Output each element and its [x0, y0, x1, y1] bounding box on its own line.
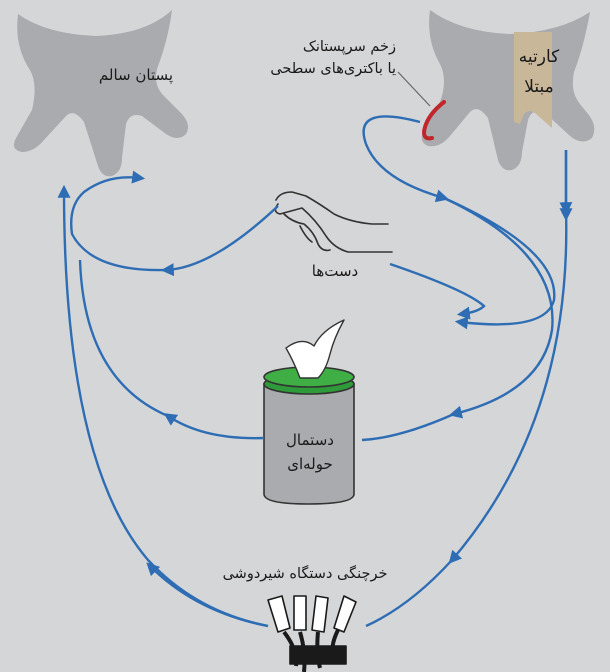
arrow-wound-to-hands	[362, 115, 450, 203]
arrow-towel-to-healthy	[163, 413, 265, 440]
arrow-infected-to-towel	[443, 196, 554, 419]
wound-pointer-line	[397, 71, 431, 107]
teat-wound-label: زخم سرپستانک یا باکتری‌های سطحی	[228, 36, 396, 80]
towel-label: دستمال حوله‌ای	[266, 428, 354, 476]
teat-wound-line1: زخم سرپستانک	[302, 39, 396, 55]
transmission-arrows	[57, 115, 573, 628]
towel-line1: دستمال	[286, 431, 334, 449]
hands-label: دست‌ها	[311, 262, 359, 280]
arrow-claw-to-healthy	[57, 184, 269, 628]
teat-wound-mark	[421, 100, 446, 141]
infected-quarter-line1: کارتیه	[518, 47, 560, 67]
arrow-infected-to-claw	[365, 150, 573, 628]
healthy-udder-icon	[14, 10, 188, 177]
arrow-hands-to-healthy	[160, 205, 279, 277]
towel-container-icon	[263, 319, 355, 505]
infected-udder-icon	[421, 10, 595, 171]
arrow-hands-loop	[389, 262, 486, 320]
hand-icon	[274, 191, 393, 253]
milking-claw-label: خرچنگی دستگاه شیردوشی	[222, 566, 388, 582]
towel-line2: حوله‌ای	[287, 455, 333, 473]
tissue-shape	[285, 319, 345, 379]
infected-quarter-label: کارتیه مبتلا	[514, 42, 564, 102]
infected-quarter-line2: مبتلا	[524, 77, 554, 97]
milking-claw-icon	[267, 595, 357, 672]
healthy-quarter-label: پستان سالم	[98, 66, 174, 84]
teat-wound-line2: یا باکتری‌های سطحی	[270, 61, 396, 77]
